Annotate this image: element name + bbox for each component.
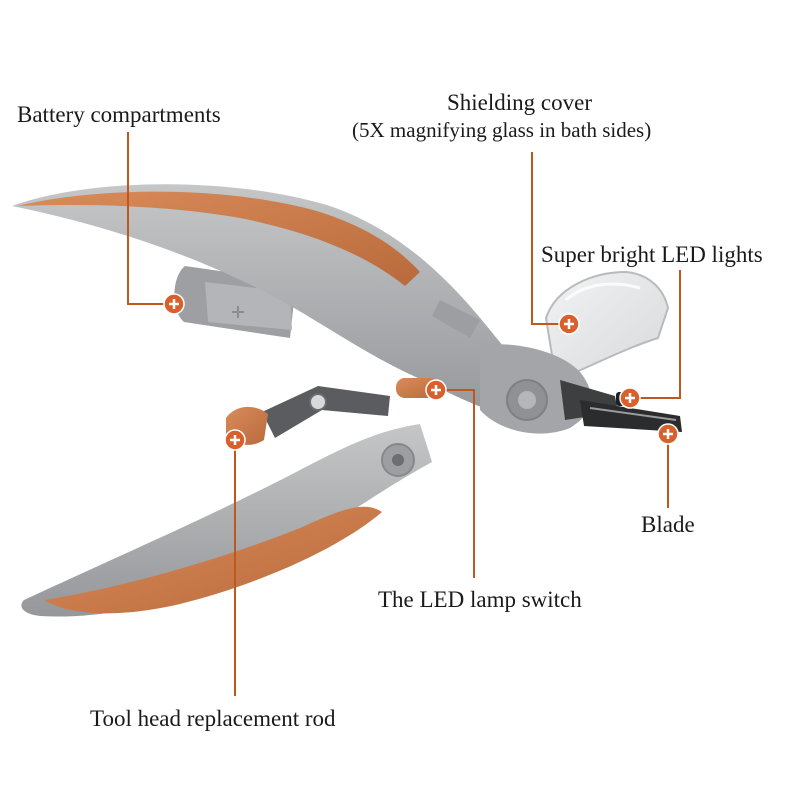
leader-line-battery xyxy=(127,132,172,305)
led-lights-label: Super bright LED lights xyxy=(541,242,763,267)
battery-compartments-label: Battery compartments xyxy=(17,102,221,127)
leader-line-switch xyxy=(436,389,475,578)
tool-head-rod xyxy=(226,386,390,445)
leader-line-shielding xyxy=(531,152,568,325)
lower-handle xyxy=(21,424,433,617)
led-switch-label: The LED lamp switch xyxy=(378,587,582,612)
leader-lines xyxy=(127,132,681,696)
plus-markers xyxy=(163,293,679,451)
shielding-cover-glass xyxy=(544,270,670,382)
upper-handle xyxy=(12,184,535,420)
plus-marker-icon xyxy=(619,387,641,409)
plus-marker-icon xyxy=(558,313,580,335)
plus-marker-icon xyxy=(425,379,447,401)
plus-marker-icon xyxy=(657,423,679,445)
tool-rod-label: Tool head replacement rod xyxy=(90,706,336,731)
shielding-cover-sublabel: (5X magnifying glass in bath sides) xyxy=(352,118,652,142)
plus-marker-icon xyxy=(224,429,246,451)
leader-line-led xyxy=(630,270,681,399)
shielding-cover-label: Shielding cover xyxy=(447,90,592,115)
plus-marker-icon xyxy=(163,293,185,315)
blade-label: Blade xyxy=(641,512,695,537)
clipper-head xyxy=(480,344,618,434)
